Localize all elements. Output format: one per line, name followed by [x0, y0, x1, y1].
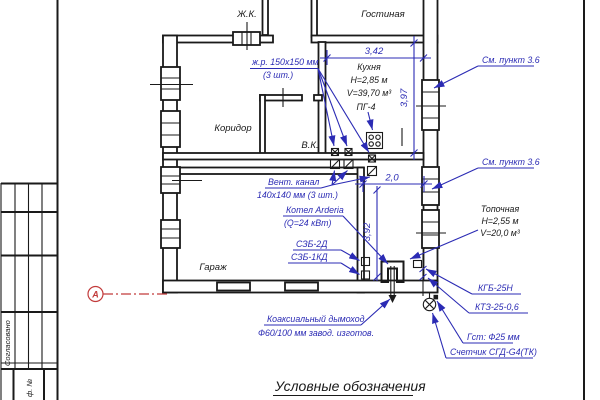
vent-label-line1: Вент. канал: [268, 177, 319, 187]
drawing-frame: Согласовано ф. №: [0, 0, 585, 400]
grille-label-line2: (3 шт.): [263, 70, 293, 80]
see-note-1-label: См. пункт 3.6: [482, 55, 540, 65]
window-symbols: [160, 31, 440, 292]
legend-title: Условные обозначения: [274, 378, 426, 394]
chimney-label-line2: Ф60/100 мм завод. изготов.: [258, 328, 374, 338]
chimney-label-line1: Коаксиальный дымоход: [267, 314, 365, 324]
szb2d-label: СЗБ-2Д: [296, 239, 327, 249]
boiler-room-volume: V=20,0 м³: [480, 228, 521, 238]
see-note-annotation-1: См. пункт 3.6: [433, 55, 540, 89]
boiler-room-height: Н=2,55 м: [481, 216, 518, 226]
gst-annotation: Гст: Ф25 мм: [436, 300, 520, 344]
boiler-label-line2: (Q=24 кВт): [284, 218, 331, 228]
boiler-room-leader-line: [409, 229, 479, 260]
dim-2-0: 2,0: [384, 173, 399, 184]
inventory-number-label: ф. №: [25, 378, 34, 397]
boiler-room-name: Топочная: [481, 204, 520, 214]
boiler-label-line1: Котел Arderia: [286, 205, 344, 215]
grille-label-line1: ж.р. 150х150 мм: [251, 57, 319, 67]
gas-meter-symbol: [422, 292, 439, 312]
szb2d-annotation: СЗБ-2Д: [293, 239, 360, 261]
vent-channel-1: [329, 147, 341, 170]
axis-ticks: [150, 22, 446, 234]
kgb-label: КГБ-25Н: [478, 283, 513, 293]
kitchen-volume: V=39,70 м³: [347, 88, 392, 98]
vent-annotation: Вент. канал 140х140 мм (3 шт.): [257, 170, 371, 200]
dim-3-42: 3,42: [365, 46, 384, 57]
szb1kd-label: СЗБ-1КД: [291, 252, 328, 262]
dimension-kitchen-width: 3,42: [320, 46, 431, 65]
vent-channel-2: [343, 147, 354, 170]
axis-letter: А: [91, 290, 99, 300]
axis-marker-a: А: [87, 285, 168, 303]
see-note-2-label: См. пункт 3.6: [482, 157, 540, 167]
legend-title-group: Условные обозначения: [273, 378, 426, 397]
chimney-annotation: Коаксиальный дымоход Ф60/100 мм завод. и…: [258, 298, 391, 338]
room-label-living: Гостиная: [361, 9, 404, 20]
ktz-label: КТЗ-25-0,6: [475, 302, 519, 312]
meter-label: Счетчик СГД-G4(ТК): [450, 347, 537, 357]
szb-sensor-symbols: [360, 256, 371, 280]
room-label-garage: Гараж: [199, 262, 227, 273]
vent-label-line2: 140х140 мм (3 шт.): [257, 190, 338, 200]
gst-label: Гст: Ф25 мм: [467, 332, 520, 342]
grille-annotation: ж.р. 150х150 мм (3 шт.): [250, 57, 370, 153]
kitchen-stove-label: ПГ-4: [357, 102, 376, 112]
boiler-annotation: Котел Arderia (Q=24 кВт): [283, 205, 389, 265]
vent-channel-symbols: [329, 147, 378, 177]
gas-valve-symbol: [412, 253, 427, 296]
szb1kd-annotation: СЗБ-1КД: [288, 252, 360, 275]
stove-leader-line: [366, 111, 374, 131]
kgb-annotation: КГБ-25Н: [425, 268, 521, 295]
dim-3-97: 3,97: [399, 88, 410, 107]
dimension-kitchen-depth: 3,97: [399, 36, 418, 160]
vent-channel-3: [366, 154, 378, 177]
dim-3-92: 3,92: [362, 222, 373, 241]
see-note-annotation-2: См. пункт 3.6: [431, 157, 540, 190]
meter-annotation: Счетчик СГД-G4(ТК): [431, 312, 537, 359]
room-label-zhk: Ж.К.: [236, 9, 257, 20]
approved-label: Согласовано: [3, 320, 12, 366]
room-label-corridor: Коридор: [214, 123, 251, 134]
coaxial-chimney-symbol: [388, 266, 397, 303]
room-label-vk: В.К.: [301, 140, 318, 151]
ktz-annotation: КТЗ-25-0,6: [427, 277, 528, 314]
kitchen-name: Кухня: [357, 62, 381, 72]
dimension-boiler-depth: 3,92: [362, 186, 381, 281]
dimension-boiler-width: 2,0: [355, 173, 432, 192]
gas-stove-symbol: [365, 131, 384, 150]
kitchen-height: Н=2,85 м: [350, 75, 387, 85]
room-labels: Ж.К. Гостиная Коридор В.К. Гараж Кухня Н…: [199, 9, 520, 273]
boiler-symbol: [380, 260, 405, 283]
